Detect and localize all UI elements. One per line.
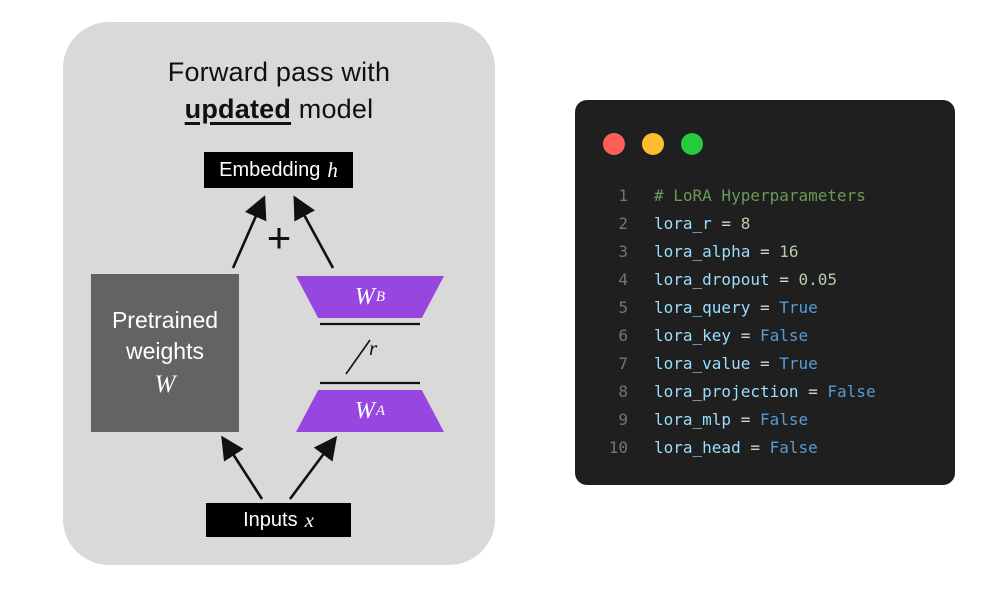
code-text: lora_alpha = 16: [654, 242, 799, 261]
line-number: 6: [618, 326, 628, 345]
wb-label: W: [354, 283, 375, 310]
code-line: 4 lora_dropout = 0.05: [575, 266, 955, 294]
code-text: lora_projection = False: [654, 382, 876, 401]
code-line: 5 lora_query = True: [575, 294, 955, 322]
code-text: lora_head = False: [654, 438, 818, 457]
line-number: 5: [618, 298, 628, 317]
code-text: lora_key = False: [654, 326, 809, 345]
plus-sign: +: [266, 214, 292, 261]
code-line: 2 lora_r = 8: [575, 210, 955, 238]
close-button[interactable]: [603, 133, 625, 155]
pretrained-label-line2: weights: [126, 337, 204, 364]
code-text: lora_mlp = False: [654, 410, 809, 429]
line-number: 10: [608, 438, 628, 457]
code-line: 9 lora_mlp = False: [575, 406, 955, 434]
embedding-label: Embedding: [219, 158, 321, 181]
embedding-box: Embedding h: [204, 152, 353, 188]
wb-subscript: B: [375, 288, 386, 305]
title-line1: Forward pass with: [167, 57, 391, 87]
line-number: 4: [618, 270, 628, 289]
wa-subscript: A: [375, 402, 386, 419]
rank-label: r: [369, 336, 378, 360]
code-line: 6 lora_key = False: [575, 322, 955, 350]
code-window: 1 # LoRA Hyperparameters 2 lora_r = 8 3 lora_…: [575, 100, 955, 485]
code-line: 8 lora_projection = False: [575, 378, 955, 406]
line-number: 1: [618, 186, 628, 205]
line-number: 7: [618, 354, 628, 373]
code-text: lora_dropout = 0.05: [654, 270, 838, 289]
line-number: 3: [618, 242, 628, 261]
inputs-var: x: [304, 507, 314, 532]
line-number: 8: [618, 382, 628, 401]
code-text: # LoRA Hyperparameters: [654, 186, 866, 205]
code-line: 10 lora_head = False: [575, 434, 955, 462]
title-line2-rest: model: [291, 94, 374, 125]
inputs-box: Inputs x: [206, 503, 351, 537]
code-text: lora_query = True: [654, 298, 818, 317]
code-line: 7 lora_value = True: [575, 350, 955, 378]
code-text: lora_value = True: [654, 354, 818, 373]
inputs-label: Inputs: [243, 508, 298, 531]
line-number: 2: [618, 214, 628, 233]
title-emphasis: updated: [184, 94, 292, 125]
code-lines: 1 # LoRA Hyperparameters 2 lora_r = 8 3 lora_…: [575, 182, 955, 462]
pretrained-var: W: [154, 370, 176, 398]
window-controls: [575, 100, 955, 155]
maximize-button[interactable]: [681, 133, 703, 155]
minimize-button[interactable]: [642, 133, 664, 155]
lora-diagram-panel: Forward pass with updated model Embeddin…: [63, 22, 495, 565]
diagram-arrows: [221, 195, 420, 500]
code-line: 1 # LoRA Hyperparameters: [575, 182, 955, 210]
pretrained-weights-box: Pretrained weights W: [91, 274, 239, 432]
code-line: 3 lora_alpha = 16: [575, 238, 955, 266]
wa-label: W: [354, 397, 375, 424]
code-text: lora_r = 8: [654, 214, 751, 233]
diagram-title: Forward pass with updated model: [63, 54, 495, 129]
embedding-var: h: [327, 157, 338, 182]
pretrained-label-line1: Pretrained: [111, 307, 219, 334]
line-number: 9: [618, 410, 628, 429]
